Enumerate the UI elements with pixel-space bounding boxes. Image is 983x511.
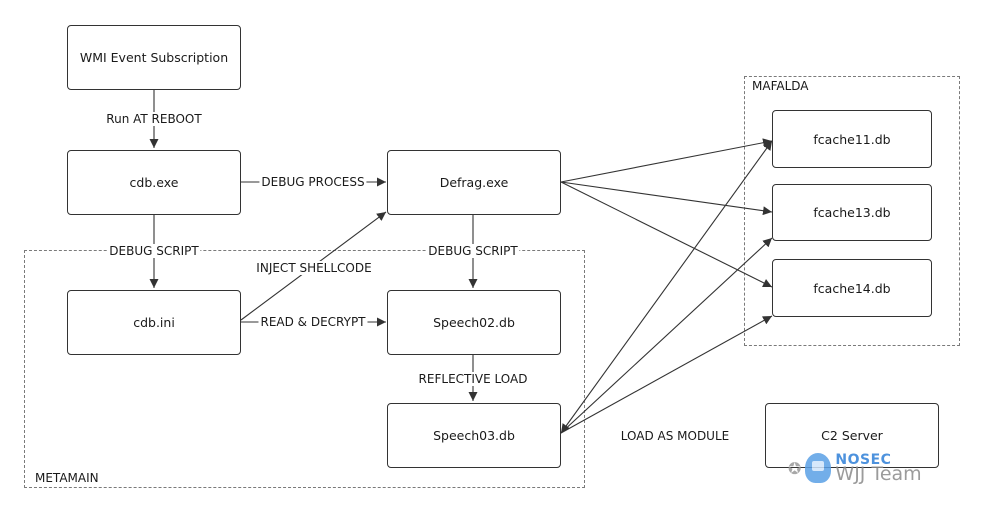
edge-defrag-to-fcache13 [560,181,773,216]
node-c2-server: C2 Server [765,403,939,468]
group-mafalda-label: MAFALDA [752,79,809,93]
group-metamain-label: METAMAIN [35,471,99,485]
label-debug-script-right: DEBUG SCRIPT [426,244,520,258]
watermark: ✪ NOSEC WJJ Team [788,448,958,488]
watermark-team: WJJ Team [835,462,922,485]
node-fcache13-db: fcache13.db [772,184,932,241]
watermark-text: NOSEC WJJ Team [835,453,921,484]
nosec-shield-icon [805,453,832,483]
edge-defrag-to-fcache11 [560,138,773,183]
label-debug-script-left: DEBUG SCRIPT [107,244,201,258]
wechat-icon: ✪ [788,458,802,478]
label-load-as-module: LOAD AS MODULE [620,429,730,443]
label-reflective-load: REFLECTIVE LOAD [416,372,530,386]
node-cdb-exe: cdb.exe [67,150,241,215]
label-debug-process: DEBUG PROCESS [259,175,367,189]
edge-fcache13-to-speech03 [560,237,773,434]
edge-fcache14-to-speech03 [560,315,773,434]
label-read-decrypt: READ & DECRYPT [258,315,368,329]
label-inject-shellcode: INJECT SHELLCODE [254,261,374,275]
node-speech03-db: Speech03.db [387,403,561,468]
node-wmi-event-subscription: WMI Event Subscription [67,25,241,90]
node-cdb-ini: cdb.ini [67,290,241,355]
node-fcache14-db: fcache14.db [772,259,932,317]
node-fcache11-db: fcache11.db [772,110,932,168]
watermark-brand: NOSEC [835,451,892,468]
label-run-at-reboot: Run AT REBOOT [104,112,204,126]
edge-defrag-to-fcache14 [560,181,773,288]
node-defrag-exe: Defrag.exe [387,150,561,215]
node-speech02-db: Speech02.db [387,290,561,355]
edge-fcache11-to-speech03 [560,140,773,434]
